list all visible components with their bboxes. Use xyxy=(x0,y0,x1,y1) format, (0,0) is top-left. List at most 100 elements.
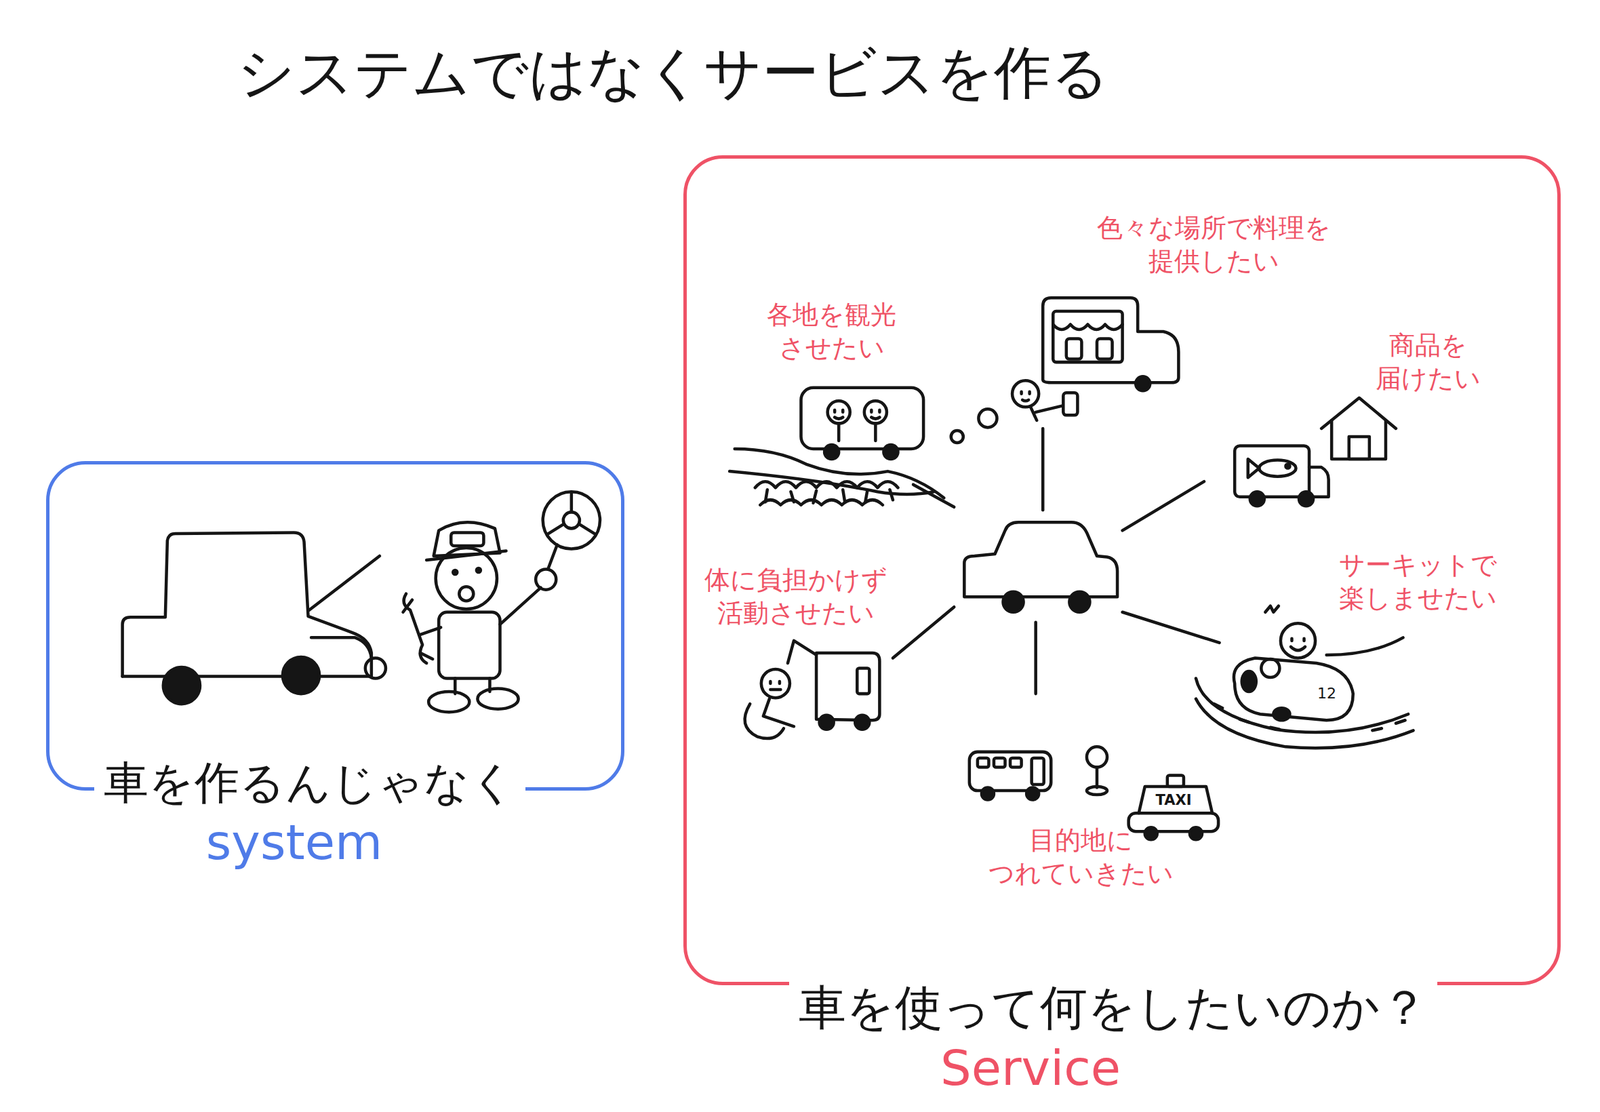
repaired-car-stroke xyxy=(309,555,380,611)
mechanic-stroke xyxy=(543,491,600,549)
bus-stop-and-taxi-stroke xyxy=(1128,812,1219,832)
food-truck-stroke xyxy=(1135,376,1150,391)
spoke-lines-stroke xyxy=(1122,612,1220,643)
repaired-car-stroke xyxy=(365,657,386,678)
food-truck-stroke xyxy=(1030,406,1062,421)
system-box: 車を作るんじゃなくsystem xyxy=(46,461,625,791)
wish-label: 各地を観光 させたい xyxy=(760,298,905,366)
go-kart-stroke xyxy=(1195,678,1409,733)
wheelchair-van-stroke xyxy=(761,669,790,698)
repaired-car-stroke xyxy=(163,667,200,704)
food-truck-stroke xyxy=(1052,311,1123,363)
mechanic-stroke xyxy=(477,688,518,710)
sightseeing-bus-stroke xyxy=(834,416,880,419)
bus-stop-and-taxi-stroke xyxy=(1167,774,1184,787)
mechanic-stroke xyxy=(452,570,457,575)
text-anchor: 体に負担かけず 活動させたい xyxy=(698,563,895,631)
text-anchor: 12 xyxy=(1317,684,1337,704)
page-title: システムではなくサービスを作る xyxy=(237,35,1110,110)
text-anchor: 商品を 届けたい xyxy=(1369,328,1489,396)
box-heading: system xyxy=(206,810,383,875)
box-caption: 車を作るんじゃなく xyxy=(94,753,526,813)
spoke-lines-stroke xyxy=(892,606,954,658)
food-truck-stroke xyxy=(1066,338,1083,360)
mechanic-stroke xyxy=(535,569,556,590)
delivery-truck-stroke xyxy=(1258,460,1296,477)
sightseeing-bus-stroke xyxy=(755,481,899,488)
food-truck-stroke xyxy=(1012,380,1039,407)
go-kart-stroke xyxy=(1280,623,1316,658)
go-kart-stroke xyxy=(1242,671,1257,692)
mechanic-stroke xyxy=(438,612,500,679)
bus-stop-and-taxi-stroke xyxy=(1095,766,1099,788)
delivery-truck-stroke xyxy=(1250,491,1265,506)
mechanic-stroke xyxy=(563,511,580,529)
bus-stop-and-taxi-stroke xyxy=(981,787,994,800)
repaired-car-stroke xyxy=(311,637,372,658)
center-car-stroke xyxy=(1069,591,1090,613)
bus-stop-and-taxi-stroke xyxy=(1138,786,1213,813)
mechanic-stroke xyxy=(547,544,558,569)
wheelchair-van-stroke xyxy=(770,681,781,690)
delivery-truck-stroke xyxy=(1234,446,1310,497)
text-anchor: システムではなくサービスを作る xyxy=(237,35,1110,110)
repaired-car-stroke xyxy=(282,656,320,694)
wheelchair-van-stroke xyxy=(787,640,817,664)
mechanic-stroke xyxy=(435,547,497,609)
text-anchor: サーキットで 楽しませたい xyxy=(1333,548,1504,616)
text-anchor: 目的地に つれていきたい xyxy=(983,823,1180,891)
text-anchor: TAXI xyxy=(1155,791,1192,810)
wish-label: 体に負担かけず 活動させたい xyxy=(698,563,895,631)
food-truck-stroke xyxy=(1021,391,1030,402)
spoke-lines-stroke xyxy=(1033,622,1038,694)
mechanic-stroke xyxy=(450,532,484,546)
delivery-truck xyxy=(1234,397,1396,506)
bus-stop-and-taxi-stroke xyxy=(993,757,1006,768)
bus-stop-and-taxi-stroke xyxy=(1189,827,1203,840)
sightseeing-bus-stroke xyxy=(801,387,925,449)
spoke-lines-stroke xyxy=(1122,481,1205,531)
text-anchor: 各地を観光 させたい xyxy=(760,298,905,366)
mechanic-stroke xyxy=(458,586,474,601)
mechanic-stroke xyxy=(476,568,481,573)
delivery-truck-stroke xyxy=(1298,491,1314,506)
repaired-car-stroke xyxy=(122,674,372,678)
go-kart xyxy=(1195,606,1414,749)
bus-stop-and-taxi-stroke xyxy=(1086,786,1108,795)
mechanic-stroke xyxy=(500,587,542,625)
delivery-truck-stroke xyxy=(1331,420,1386,459)
go-kart-stroke xyxy=(1326,637,1404,655)
mechanic-stroke xyxy=(428,691,470,712)
sightseeing-bus-stroke xyxy=(834,410,880,413)
bus-stop-and-taxi-stroke xyxy=(1010,757,1022,768)
wish-label: 目的地に つれていきたい xyxy=(983,823,1180,891)
bus-stop-and-taxi-stroke xyxy=(1026,787,1039,800)
sightseeing-bus xyxy=(729,387,944,506)
text-anchor: 車を作るんじゃなく xyxy=(94,753,526,813)
sightseeing-bus-stroke xyxy=(883,444,898,459)
bus-stop-and-taxi-stroke xyxy=(969,751,1051,791)
repaired-car-stroke xyxy=(122,532,372,676)
go-kart-stroke xyxy=(1265,606,1279,613)
go-kart-stroke xyxy=(1195,698,1414,749)
mechanic-stroke xyxy=(420,627,441,635)
wheelchair-van-stroke xyxy=(816,652,880,720)
spoke-lines-stroke xyxy=(1041,428,1045,510)
food-truck-stroke xyxy=(1052,324,1123,330)
wheelchair-van-stroke xyxy=(854,715,870,730)
wheelchair-van-stroke xyxy=(745,703,784,739)
go-kart-stroke xyxy=(1233,657,1354,720)
delivery-truck-stroke xyxy=(1248,458,1260,478)
delivery-truck-stroke xyxy=(1285,464,1290,469)
go-kart-stroke xyxy=(1273,707,1290,720)
sightseeing-bus-stroke xyxy=(824,444,839,459)
taxi-sign: TAXI xyxy=(1155,791,1192,810)
delivery-truck-stroke xyxy=(1349,436,1370,459)
food-truck-stroke xyxy=(978,408,997,428)
wheelchair-van xyxy=(745,640,880,739)
go-kart-stroke xyxy=(1261,658,1280,678)
wish-label: 商品を 届けたい xyxy=(1369,328,1489,396)
kart-number: 12 xyxy=(1317,684,1337,704)
wheelchair-van-stroke xyxy=(856,668,870,695)
